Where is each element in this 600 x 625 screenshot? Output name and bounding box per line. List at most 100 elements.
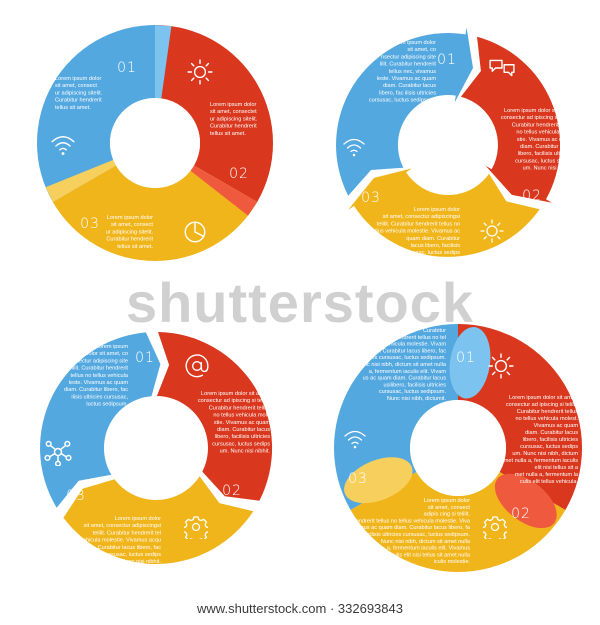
cycle-4-segment-01-description-line: Nunc nisi nibh, dictumit. xyxy=(387,396,447,402)
cycle-2-segment-02 xyxy=(460,36,561,203)
cycle-3-segment-03-number: 03 xyxy=(66,488,86,504)
cycle-2-segment-01-description-line: sit amet, co xyxy=(407,47,436,53)
cycle-1-segment-01-description-line: Lorem ipsum dolor xyxy=(55,76,101,82)
cycle-2-segment-02-description-line: libero, facilisis ultricies xyxy=(518,151,574,157)
cycle-1-fold-03 xyxy=(45,159,116,202)
cycle-3-segment-01-description-line: lilit. Curabitur hendrerit xyxy=(72,366,129,372)
cycle-3-segment-02-description-line: Lorem ipsum dolor sit amet, xyxy=(201,391,270,397)
cycle-4-segment-03-description-line: iculis elit nisi tellus sit amet nulla xyxy=(390,552,471,558)
cycle-1-segment-02-description-line: tellus sit amet. xyxy=(210,131,246,137)
cycle-2-segment-03-description-line: sit amet, consectur adipiscingsi xyxy=(383,214,460,220)
cycle-3-segment-02 xyxy=(156,332,273,501)
cycle-4-segment-03-description-line: Nunc nisi nibh, dictum sit amet nulla xyxy=(381,539,471,545)
cycle-4-segment-03-description-line: cilisis ultricies cursusac, luctus sedip… xyxy=(367,532,470,538)
cycle-4-segment-03-description-line: sit amet, consect xyxy=(428,505,470,511)
cycle-4-segment-02 xyxy=(458,324,583,510)
cycle-1-center xyxy=(110,98,200,188)
cycle-4-segment-02-description-line: cursusac, luctus sedips xyxy=(520,444,578,450)
cycle-1-segment-03 xyxy=(52,165,258,262)
cycle-3-segment-02-description-line: consectur ad ipiscing si telilit. xyxy=(198,398,271,404)
cycle-4-segment-02-description-line: elit nisi tellus sit a xyxy=(534,465,578,471)
cycle-2-segment-03-description-line: Lorem ipsum dolor xyxy=(414,207,460,213)
cycle-2-segment-02-description-line: consectur ad ipiscing si telilit. xyxy=(501,115,574,121)
cycle-1-segment-02-number: 02 xyxy=(229,166,249,182)
cycle-2-segment-03-description-line: llus vehicula molestie. Vivamus ac xyxy=(375,229,460,235)
cycle-2-segment-03 xyxy=(348,168,540,257)
cycle-3-segment-02-description-line: no tellus vehicula mole xyxy=(213,413,270,419)
cycle-4-segment-01-description-line: us ac quam diam. Curabitur lacus libero,… xyxy=(337,348,446,354)
cycle-4-segment-02-description-line: met nulla a, fermentum la xyxy=(515,472,579,478)
cycle-2-segment-02-description-line: Curabitur hendrerit tellus xyxy=(512,122,573,128)
footer-credit: www.shutterstock.com · 332693843 xyxy=(0,598,600,620)
cycle-4-segment-03-number: 03 xyxy=(348,471,368,487)
cycle-3-segment-03 xyxy=(63,476,254,564)
cycle-4-segment-02-description-line: consectur ad ipiscing si telilit. xyxy=(506,402,579,408)
cycle-4-segment-01-description-line: us ac quam diam. Curabitur lacus xyxy=(363,376,447,382)
cycle-2-segment-01-description-line: cursusac, luctus sedipsum. xyxy=(369,98,437,104)
cycle-3-segment-01-description-line: tellus no tellus vehicula xyxy=(70,373,128,379)
cycle-2-segment-02-number: 02 xyxy=(522,188,542,204)
cycle-1-segment-01-description-line: ur adipiscing sitelit. xyxy=(55,90,103,96)
cycle-2-segment-02-description-line: Lorem ipsum dolor sit amet, xyxy=(504,108,573,114)
cycle-4-segment-03-description-line: mus ac quam diam. Curabitur lacus libero… xyxy=(359,525,471,531)
cycle-1-segment-01-description-line: sit amet, consect xyxy=(55,83,97,89)
cycle-4-segment-01-description-line: a, fermentum iaculis elit. Vivam xyxy=(369,369,447,375)
cycle-3-segment-01-description-line: dolor sit amet, co xyxy=(85,351,128,357)
cycle-3-segment-03-description-line: um. Nunc nisi nibhit. xyxy=(111,559,162,565)
cycle-3-segment-02-description-line: stie. Vivamus ac quam xyxy=(214,420,271,426)
cycle-2-segment-02-description-line: diam. Curabitur lacus xyxy=(520,144,573,150)
cycle-3-segment-02-description: Lorem ipsum dolor sit amet,consectur ad … xyxy=(198,391,271,455)
cycle-3-segment-03-description-line: sit amet, consectur adipiscingsi xyxy=(84,523,161,529)
cycle-1-segment-03-description-line: ur adipiscing sitelit. xyxy=(106,229,154,235)
cycle-3-segment-03-description-line: am. Curabitur lacus libero, fac xyxy=(87,545,162,551)
cycle-1-segment-02-description-line: sit amet, consectet xyxy=(210,109,257,115)
cycle-2-segment-03-description-line: lacus libero, facilisis xyxy=(411,243,461,249)
cycle-4-segment-02-description-line: no tellus vehicula molest. xyxy=(516,416,579,422)
cycle-4-cap-01 xyxy=(449,327,491,399)
cycle-3-segment-01-description-line: diam. Curabitur libero, fac xyxy=(64,387,128,393)
cycle-4-segment-01 xyxy=(333,324,458,510)
cycle-3-segment-01-description-line: leste. Vivamus ac quam xyxy=(69,380,129,386)
cycle-3-segment-01-description-line: nsectur adipiscing site xyxy=(73,358,128,364)
cycle-2-segment-03-description-line: um. Nunc nisi nibhit. xyxy=(410,257,461,263)
cycle-1-segment-03-description-line: Curabitur hendrerit xyxy=(106,237,153,243)
cycle-2-segment-02-description: Lorem ipsum dolor sit amet,consectur ad … xyxy=(501,108,574,172)
cycle-3-segment-03-description-line: ilisis ultricies cursusac, luctus sedips xyxy=(71,552,162,558)
cycle-2-segment-01-description-line: libero, fac ilisis ultricies xyxy=(379,90,436,96)
cycle-4-segment-02-number: 02 xyxy=(511,506,531,522)
cycle-2-segment-02-description-line: um. Nunc nisi nibhit. xyxy=(523,166,574,172)
cycle-1-segment-02 xyxy=(155,25,274,202)
cycle-3-segment-02-description-line: diam. Curabitur lacus xyxy=(217,427,270,433)
cycle-4-segment-01-description-line: ilisis ultricies cursusac, luctus sedips… xyxy=(346,355,446,361)
cycle-2-segment-01-description-line: Lorem ipsum dolor xyxy=(390,40,436,46)
cycle-3-segment-01-description-line: Lorem ipsum xyxy=(96,344,129,350)
cycle-4-segment-03-description-line: Curabitur hendrerit tellus no tellus veh… xyxy=(328,518,471,524)
cycle-4-segment-03-description-line: iculis molestie. xyxy=(434,559,471,565)
cycle-1-segment-03-description-line: sit amet, consect xyxy=(111,222,153,228)
cycle-2-segment-01-description-line: nsectur adipiscing site xyxy=(381,54,436,60)
cycle-3-segment-03-description-line: lus vehicula molestie. Vivamus acqu xyxy=(71,538,161,544)
cycle-3-segment-01-description-line: ilisis ultricies cursusac, xyxy=(71,394,128,400)
cycle-2-segment-02-description-line: cursusac, luctus sedips xyxy=(515,158,573,164)
cycle-1-segment-01 xyxy=(36,24,155,202)
cycle-1-segment-03-number: 03 xyxy=(80,216,100,232)
cycle-1-segment-03-description-line: Lorem ipsum dolor xyxy=(107,215,153,221)
cycle-3-segment-03-description-line: Lorem ipsum dolor xyxy=(115,516,161,522)
cycle-3-segment-01 xyxy=(40,332,161,508)
cycle-2-segment-01-description-line: tellus nec, vivamus xyxy=(389,69,436,75)
cycle-2-segment-01-description-line: leste. Vivamus ac quam xyxy=(377,76,437,82)
cycle-4-segment-02-description-line: diam. Curabitur lacus xyxy=(525,430,578,436)
cycle-2-segment-03-number: 03 xyxy=(361,190,381,206)
cycle-1-segment-02-description-line: ur adipiscing sitelit. xyxy=(210,116,258,122)
